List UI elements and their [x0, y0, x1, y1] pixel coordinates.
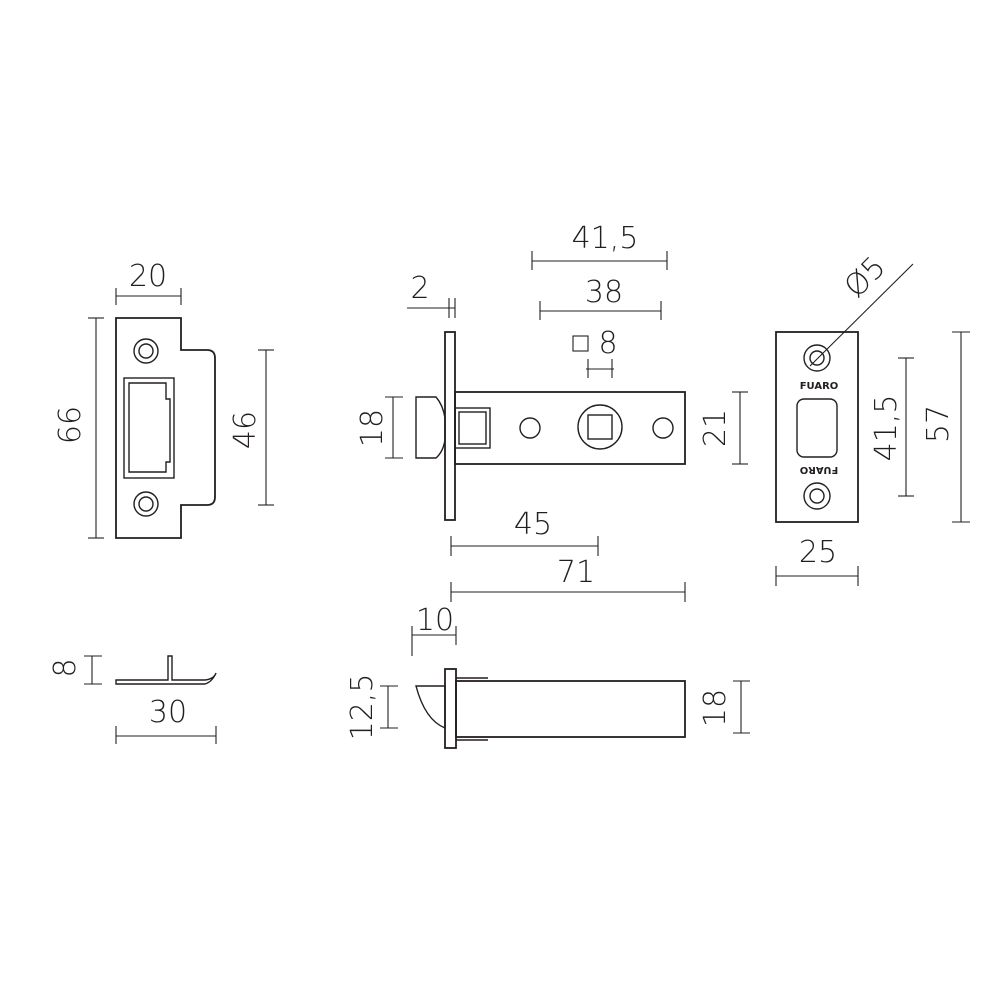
faceplate-screw-hole-top [803, 344, 831, 372]
strike-plate-outline [115, 317, 216, 539]
dim-body-height: 21 [698, 409, 733, 447]
dim-strike-width: 20 [129, 259, 167, 294]
latch-bolt-tail-inner [458, 411, 487, 445]
latch-slot-left [519, 417, 541, 439]
dim-spindle-square: 8 [598, 326, 617, 361]
square-symbol [572, 335, 589, 352]
dim-bolt-projection: 10 [416, 603, 454, 638]
latch-faceplate-edge [444, 331, 456, 521]
strike-plate: 20 66 46 [53, 259, 274, 539]
dim-bolt-thickness: 12,5 [345, 674, 380, 741]
latch-spindle-square [587, 414, 613, 440]
latch-body-front: 2 41,5 38 8 18 21 45 [355, 221, 748, 602]
faceplate-screw-hole-top-inner [809, 350, 825, 366]
strike-opening-outer [123, 377, 175, 479]
strike-opening-inner [128, 382, 171, 473]
faceplate-bolt-opening [796, 398, 838, 458]
brand-logo-bottom: FUARO [800, 464, 839, 475]
dim-hole-spacing: 41,5 [869, 395, 904, 462]
dim-faceplate-height: 57 [921, 405, 956, 443]
dim-latch-41-5: 41,5 [572, 221, 639, 256]
dim-bolt-height: 18 [355, 409, 390, 447]
dim-backset: 45 [514, 507, 552, 542]
dim-faceplate-thickness: 2 [410, 271, 429, 306]
strike-screw-hole-bottom-inner [138, 496, 154, 512]
latch-bolt-tail [454, 407, 491, 449]
strike-side-view: 8 30 [48, 655, 217, 744]
latch-bolt [415, 396, 446, 459]
dim-latch-38: 38 [585, 275, 623, 310]
latch-slot-right [652, 417, 674, 439]
dim-strike-depth: 8 [48, 658, 83, 677]
dim-strike-height: 66 [53, 406, 88, 444]
dim-strike-length: 30 [149, 695, 187, 730]
dim-screw-hole-diameter: Ø5 [838, 250, 893, 305]
strike-screw-hole-bottom [133, 491, 159, 517]
top-faceplate-chamfer [456, 677, 488, 741]
top-bolt [415, 685, 446, 730]
top-case [455, 680, 686, 738]
latch-top-view: 10 12,5 18 [345, 603, 750, 749]
dim-faceplate-width: 25 [799, 535, 837, 570]
strike-side-profile [115, 655, 217, 685]
faceplate-front: FUARO FUARO Ø5 41,5 57 25 [775, 250, 970, 586]
faceplate-screw-hole-bottom [803, 482, 831, 510]
top-faceplate-edge [444, 668, 457, 749]
strike-screw-hole-top-inner [138, 343, 154, 359]
latch-spindle-follower [577, 404, 623, 450]
dim-overall-length: 71 [557, 555, 595, 590]
brand-logo-top: FUARO [800, 381, 839, 392]
dim-strike-opening-height: 46 [228, 411, 263, 449]
faceplate-outline [775, 331, 859, 523]
strike-screw-hole-top [133, 338, 159, 364]
dim-top-body-thickness: 18 [698, 689, 733, 727]
faceplate-screw-hole-bottom-inner [809, 488, 825, 504]
